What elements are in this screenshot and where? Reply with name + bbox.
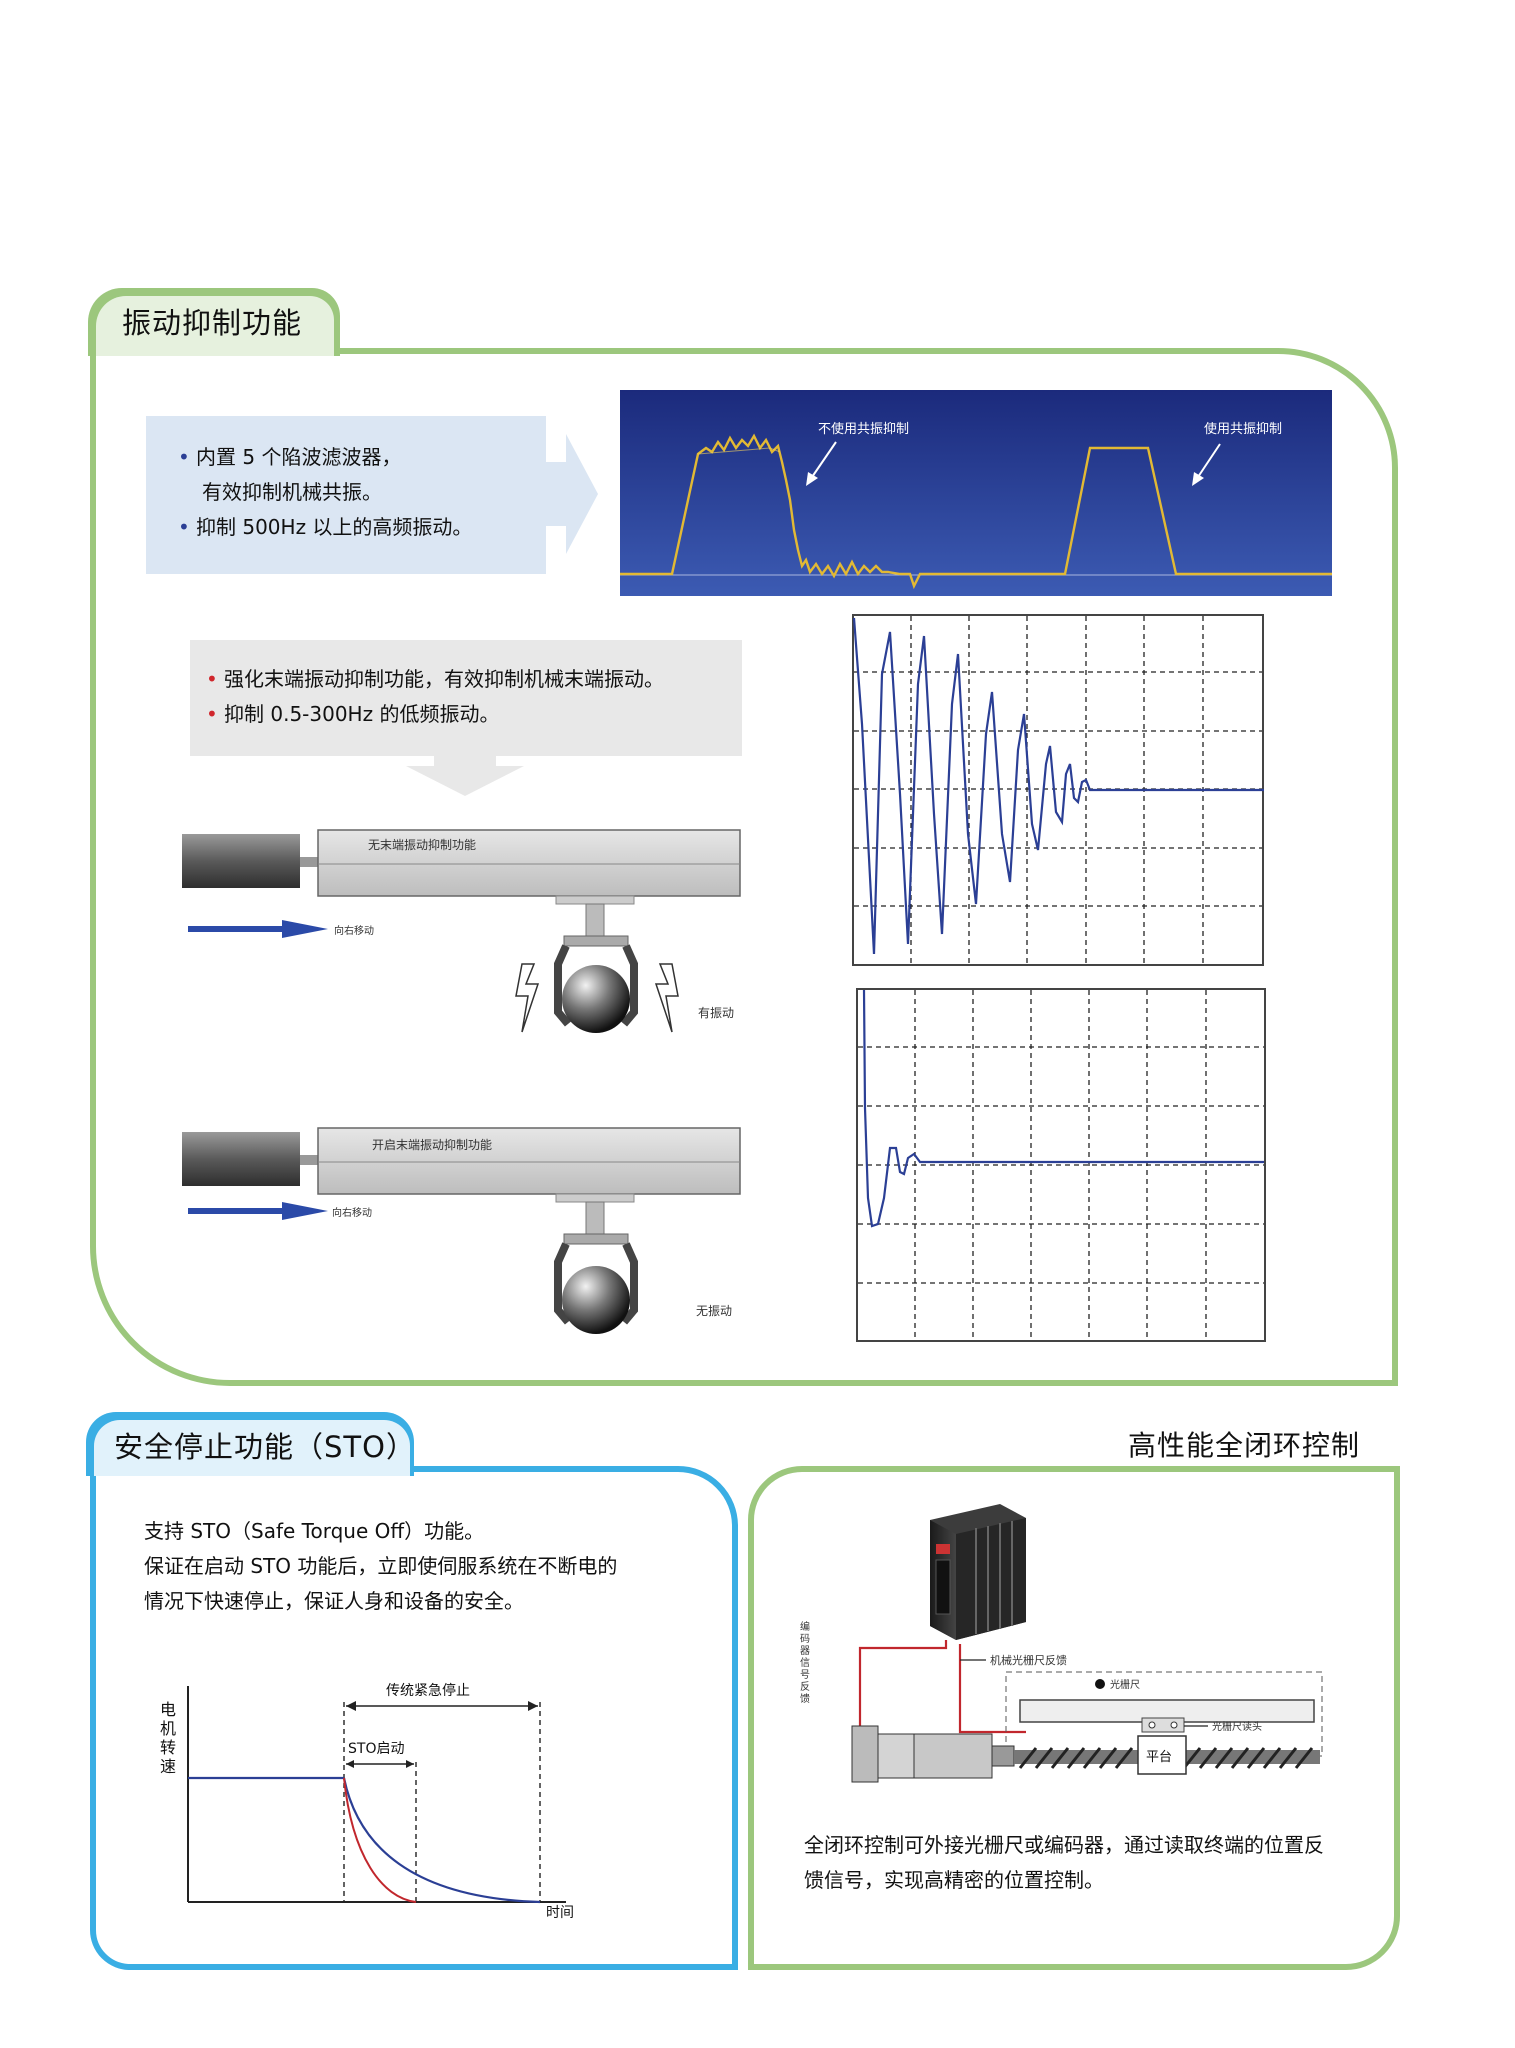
notch-bullet-1: •内置 5 个陷波滤波器，: [178, 440, 401, 475]
vibration-section-frame: [90, 348, 1398, 1386]
sto-line-2: 保证在启动 STO 功能后，立即使伺服系统在不断电的: [144, 1554, 618, 1578]
wave-label-off: 不使用共振抑制: [818, 422, 910, 437]
resonance-waveform-chart: 不使用共振抑制 使用共振抑制: [620, 390, 1332, 596]
sto-line-3: 情况下快速停止，保证人身和设备的安全。: [144, 1589, 524, 1613]
closed-loop-diagram: 编码器信号反馈 机械光栅尺反馈 光栅尺 光栅尺读头 平台: [800, 1504, 1340, 1804]
state-vibrating-label: 有振动: [698, 1006, 735, 1020]
end-vibration-note: [190, 640, 742, 756]
notch-filter-note: [146, 416, 546, 574]
scale-feedback-label: 机械光栅尺反馈: [990, 1654, 1067, 1667]
sto-section-tab-inner: [94, 1420, 410, 1476]
state-stable-label: 无振动: [696, 1304, 733, 1318]
bullet-dot-icon: •: [206, 667, 218, 691]
note-arrow-right-icon: [546, 434, 598, 554]
bullet-dot-icon: •: [178, 445, 190, 469]
encoder-feedback-label: 编码器信号反馈: [800, 1622, 810, 1705]
move-right-label: 向右移动: [334, 926, 374, 937]
oscillation-grid-without-suppression: [852, 614, 1264, 966]
notch-bullet-1-cont: 有效抑制机械共振。: [202, 480, 382, 504]
sto-stop-chart: 电机转速 时间 传统紧急停止 STO启动: [160, 1676, 602, 1922]
platform-label: 平台: [1146, 1750, 1173, 1765]
end-bullet-2: •抑制 0.5-300Hz 的低频振动。: [206, 697, 499, 732]
closed-loop-line-2: 馈信号，实现高精密的位置控制。: [804, 1868, 1104, 1892]
sto-chart-xlabel: 时间: [546, 1905, 574, 1921]
wave-label-on: 使用共振抑制: [1204, 422, 1283, 437]
traditional-stop-label: 传统紧急停止: [386, 1683, 470, 1699]
sto-line-1: 支持 STO（Safe Torque Off）功能。: [144, 1519, 485, 1543]
sto-section-frame: [90, 1466, 738, 1970]
bullet-dot-icon: •: [206, 702, 218, 726]
closed-loop-title: 高性能全闭环控制: [1128, 1429, 1361, 1462]
sto-chart-ylabel: 电机转速: [160, 1700, 177, 1776]
rail-label-off: 无末端振动抑制功能: [368, 838, 477, 852]
closed-loop-line-1: 全闭环控制可外接光栅尺或编码器，通过读取终端的位置反: [804, 1833, 1324, 1857]
vibration-section-tab-inner: [96, 296, 334, 356]
oscillation-grid-with-suppression: [856, 988, 1266, 1342]
machine-without-suppression: 无末端振动抑制功能 向右移动 有振动: [182, 824, 742, 1054]
note-arrow-down-icon: [406, 756, 524, 796]
vibration-section-title: 振动抑制功能: [122, 306, 303, 340]
rail-label-on: 开启末端振动抑制功能: [372, 1138, 493, 1152]
notch-bullet-2: •抑制 500Hz 以上的高频振动。: [178, 510, 472, 545]
machine-with-suppression: 开启末端振动抑制功能 向右移动 无振动: [182, 1118, 742, 1348]
reader-head-label: 光栅尺读头: [1212, 1722, 1262, 1733]
closed-loop-section-frame: [748, 1466, 1400, 1970]
sto-start-label: STO启动: [348, 1741, 405, 1757]
bullet-dot-icon: •: [178, 515, 190, 539]
move-right-label: 向右移动: [332, 1208, 372, 1219]
sto-section-title: 安全停止功能（STO）: [114, 1430, 416, 1464]
scale-label: 光栅尺: [1110, 1680, 1140, 1691]
end-bullet-1: •强化末端振动抑制功能，有效抑制机械末端振动。: [206, 662, 664, 697]
